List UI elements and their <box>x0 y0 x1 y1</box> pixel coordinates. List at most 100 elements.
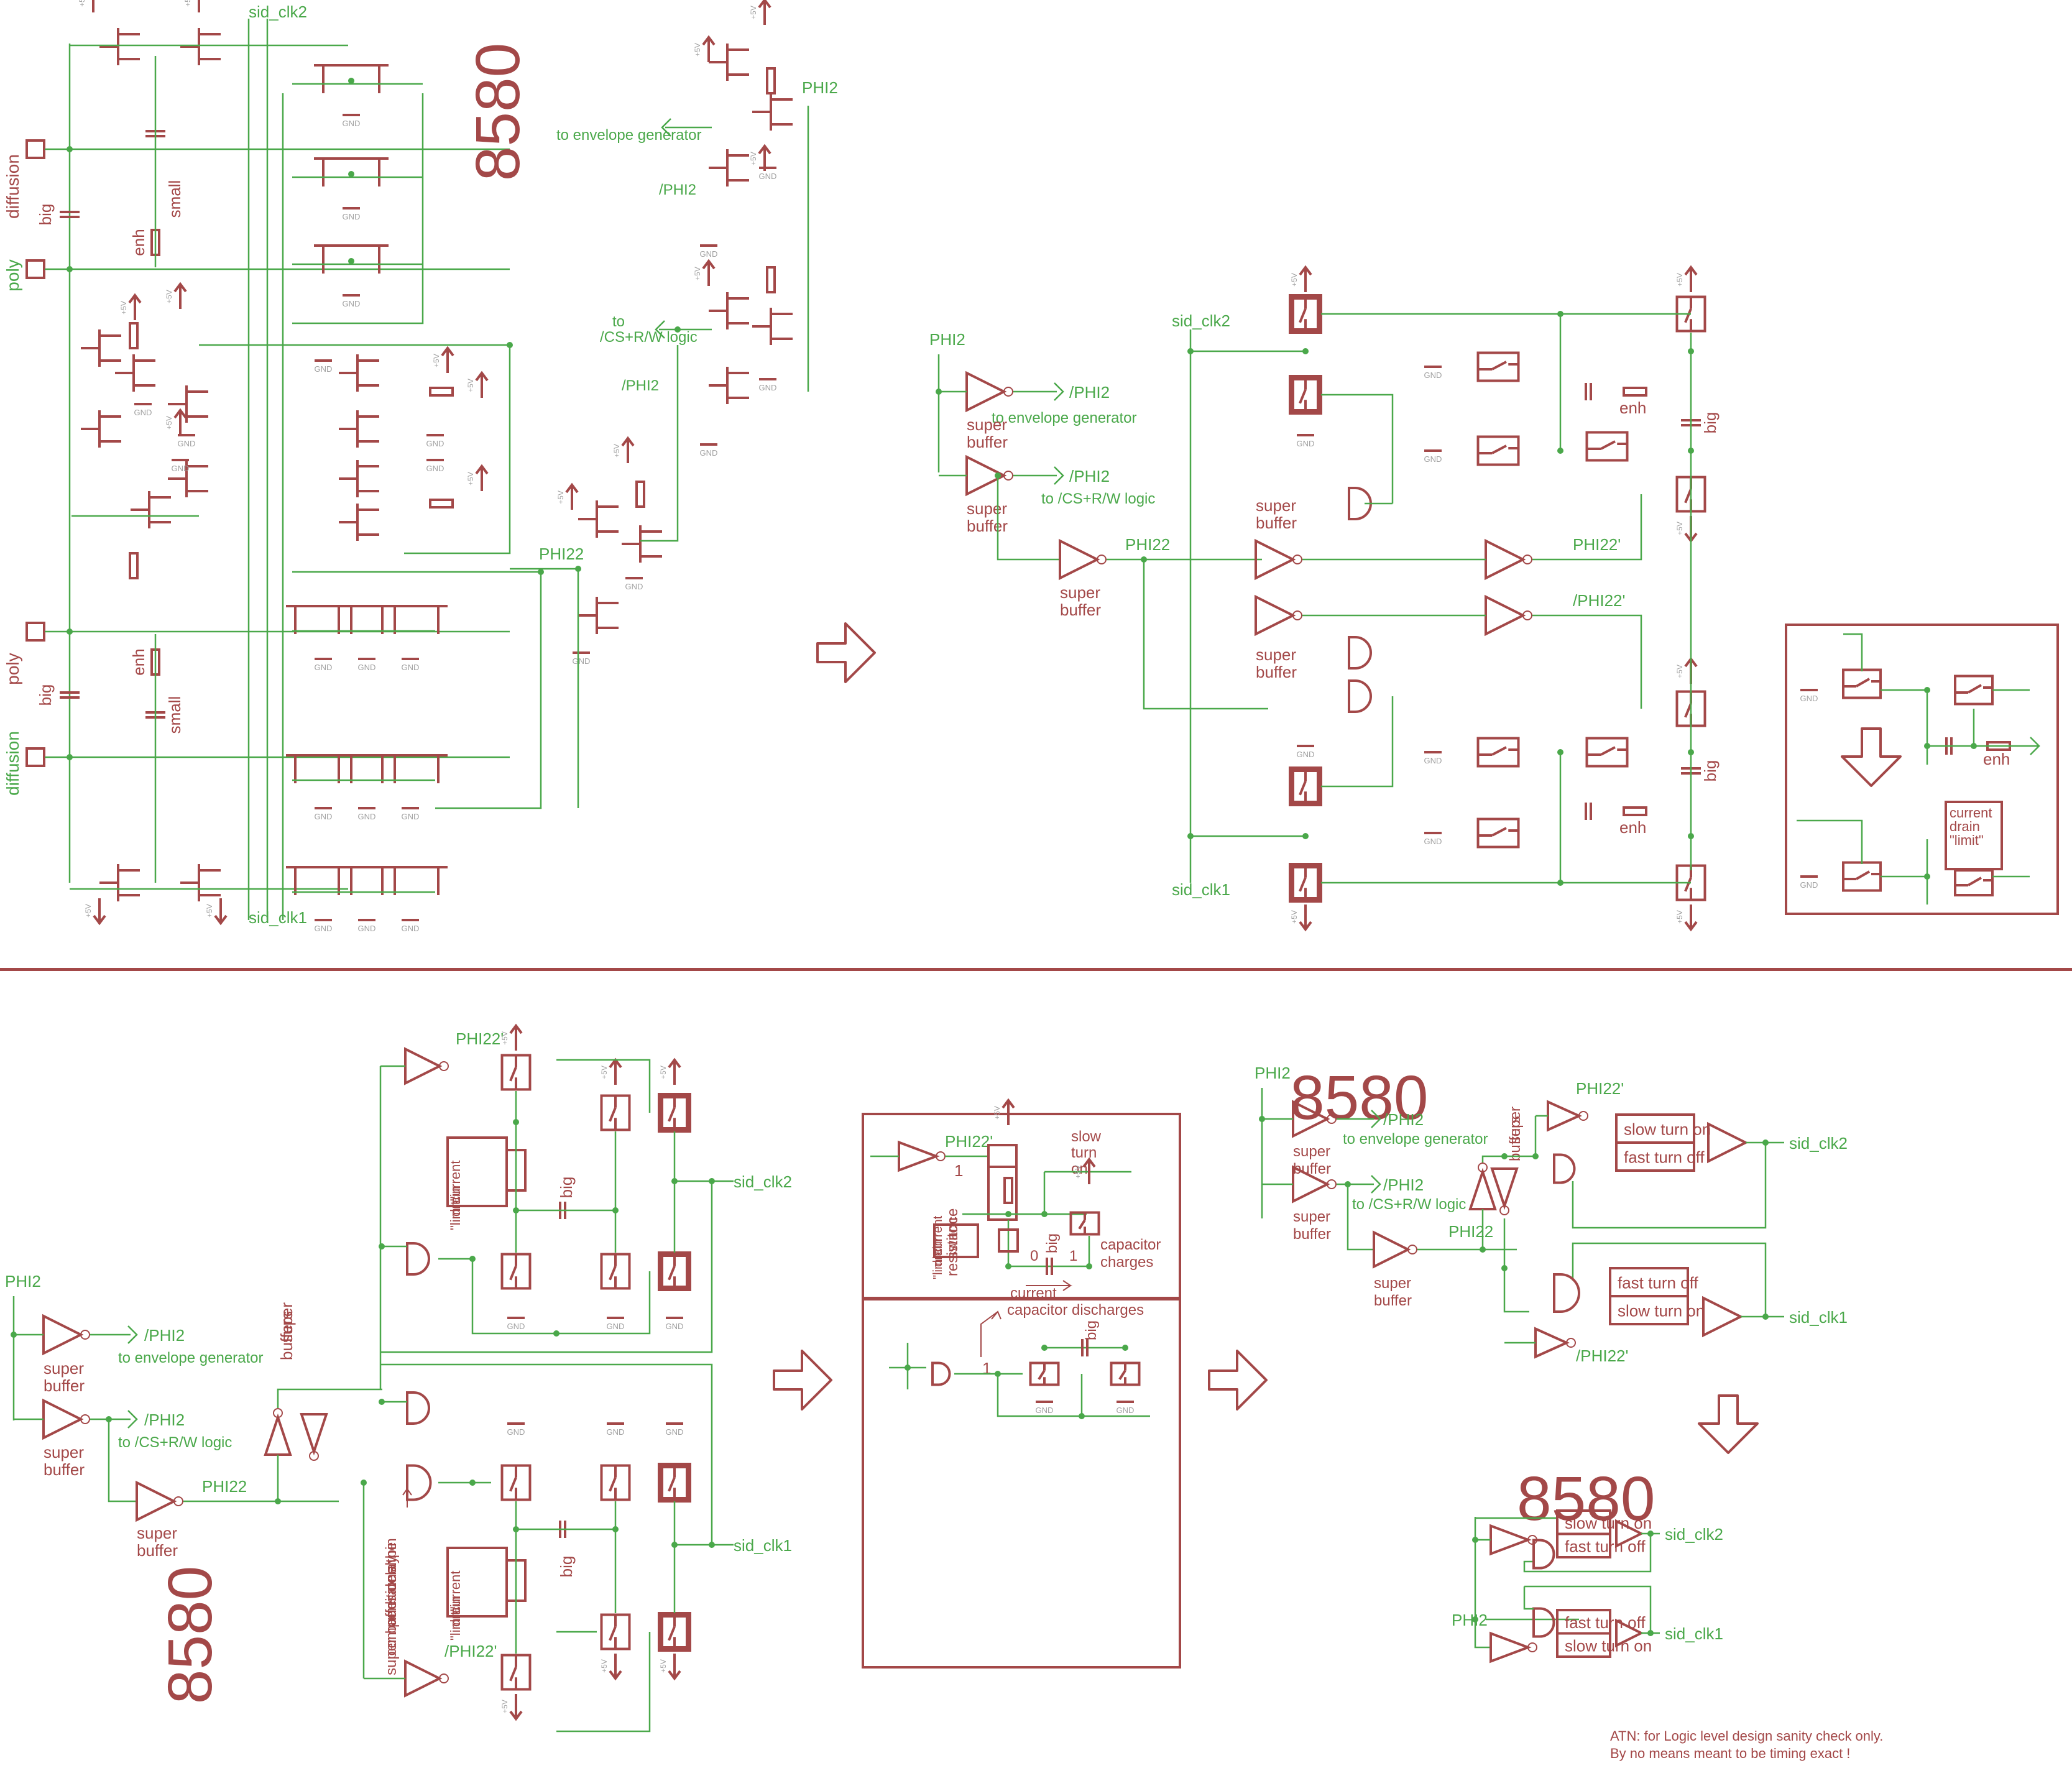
current-drain-box <box>933 1223 979 1258</box>
switch-box <box>1476 351 1520 382</box>
ground-icon: GND <box>358 807 375 821</box>
capacitor-icon <box>1081 1339 1089 1356</box>
vcc-supply-icon: +5V <box>693 259 716 286</box>
net-label-phi22-prime: PHI22' <box>456 1029 504 1048</box>
junction-dot <box>575 566 581 572</box>
switch-icon <box>1476 817 1520 849</box>
wire <box>1572 1242 1767 1318</box>
cap-label-big: big <box>1083 1320 1100 1340</box>
bond-pad-icon <box>25 622 45 642</box>
logic-zero-label: 0 <box>1030 1248 1038 1264</box>
transistor-icon <box>180 864 221 901</box>
cap-label-big: big <box>557 1177 576 1199</box>
ground-icon: GND <box>1424 832 1442 846</box>
vcc-arrow-icon <box>702 259 716 270</box>
res-label-enh: enh <box>1619 398 1646 417</box>
vcc-arrow-icon <box>1684 265 1698 276</box>
net-arrow-icon <box>127 1410 138 1429</box>
vcc-arrow-icon <box>214 914 228 926</box>
contact-arm <box>509 1476 517 1492</box>
resistor-icon <box>635 481 645 508</box>
ground-icon: GND <box>1424 751 1442 765</box>
wire <box>1797 819 1863 864</box>
inverter-icon <box>1547 1100 1588 1132</box>
transistor-icon <box>81 410 121 448</box>
junction-dot <box>507 342 513 348</box>
junction-dot <box>379 1399 385 1405</box>
vcc-supply-icon: +5V <box>1290 905 1312 932</box>
junction-dot <box>348 258 354 264</box>
contact-arm <box>609 1107 617 1122</box>
vcc-label: +5V <box>1675 522 1684 535</box>
vcc-arrow-icon <box>758 144 771 155</box>
vcc-arrow-icon <box>621 436 635 447</box>
wire <box>292 571 542 809</box>
contact-arm <box>668 1626 676 1641</box>
resistor-body <box>429 499 454 509</box>
vcc-label: +5V <box>119 301 128 315</box>
junction-dot <box>1688 833 1694 839</box>
inverter-icon <box>1534 1327 1576 1359</box>
resistor-body <box>766 67 776 94</box>
ground-label: GND <box>315 364 333 374</box>
buffer-triangle <box>1485 594 1526 637</box>
transistor-icon <box>314 244 389 274</box>
contact-arm <box>1491 746 1507 756</box>
big-arrow-right-icon <box>1208 1350 1268 1411</box>
switch-icon <box>500 1464 532 1501</box>
junction-dot <box>469 1480 476 1486</box>
net-label-nphi2: /PHI2 <box>622 377 659 394</box>
vcc-supply-icon: +5V <box>119 293 142 320</box>
net-arrow-icon <box>1054 466 1064 485</box>
net-label-sid-clk2: sid_clk2 <box>1172 311 1230 330</box>
capacitor-icon <box>1585 803 1592 820</box>
capacitor-icon <box>60 691 80 699</box>
vcc-arrow-icon <box>1299 921 1312 932</box>
vcc-label: +5V <box>466 472 475 486</box>
net-label-phi2: PHI2 <box>5 1272 41 1291</box>
resistor-body <box>635 481 645 508</box>
ground-icon: GND <box>507 1422 525 1437</box>
net-label-sid-clk1: sid_clk1 <box>734 1536 792 1555</box>
ground-label: GND <box>134 408 152 417</box>
junction-dot <box>905 1365 911 1371</box>
and-gate-icon <box>1553 1153 1576 1184</box>
vcc-supply-icon: +5V <box>1675 516 1698 543</box>
switch-icon <box>1842 861 1882 892</box>
big-arrow-right-icon <box>773 1350 832 1411</box>
ground-label: GND <box>402 812 420 821</box>
transistor-icon <box>329 866 404 895</box>
contact-arm <box>1491 444 1507 454</box>
junction-dot <box>469 1256 476 1262</box>
label-to-envelope-generator: to envelope generator <box>1343 1131 1488 1148</box>
junction-dot <box>1472 1616 1478 1623</box>
junction-dot <box>1302 348 1309 354</box>
transistor-icon <box>709 367 749 404</box>
bond-pad-icon <box>25 139 45 159</box>
current-drain-label: current <box>448 1161 463 1203</box>
vcc-supply-icon: +5V <box>612 436 635 463</box>
vcc-arrow-icon <box>1684 921 1698 932</box>
cap-label-big: big <box>557 1556 576 1578</box>
net-label-phi22: PHI22 <box>1125 535 1170 554</box>
net-label-sid-clk2: sid_clk2 <box>1665 1525 1723 1544</box>
ground-icon: GND <box>315 658 332 672</box>
wire <box>1532 494 1642 561</box>
junction-dot <box>1501 1153 1508 1159</box>
buffer-icon <box>1615 1519 1644 1549</box>
contact-arm <box>1684 488 1692 504</box>
vcc-arrow-icon <box>609 1670 622 1681</box>
wire <box>1143 559 1268 710</box>
contact-arm <box>1684 702 1692 718</box>
resistor-body <box>1623 806 1647 816</box>
and-gate-body <box>406 1464 432 1501</box>
super-buffers-label: super <box>277 1302 296 1343</box>
buffer-triangle <box>1702 1296 1744 1338</box>
junction-dot <box>553 1330 559 1337</box>
ground-label: GND <box>607 1427 625 1437</box>
ground-icon: GND <box>134 403 152 417</box>
vcc-label: +5V <box>500 1031 509 1045</box>
contact-arm <box>1078 1219 1086 1230</box>
label-to-envelope-generator: to envelope generator <box>992 410 1137 426</box>
wire <box>438 1258 651 1335</box>
